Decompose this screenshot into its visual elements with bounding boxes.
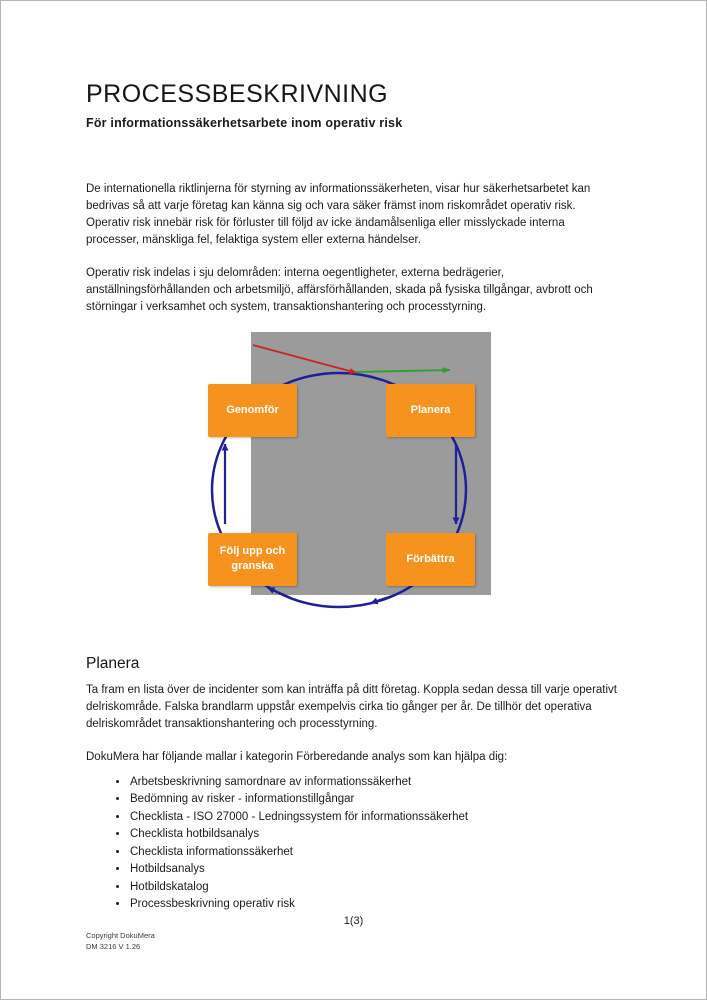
red-arrow-icon xyxy=(252,343,358,374)
template-list: Arbetsbeskrivning samordnare av informat… xyxy=(114,774,621,914)
section-heading-planera: Planera xyxy=(86,654,140,672)
section-paragraph: Ta fram en lista över de incidenter som … xyxy=(86,683,617,730)
list-item: Checklista hotbildsanalys xyxy=(129,826,621,844)
list-item: Checklista informationssäkerhet xyxy=(129,844,621,862)
list-item: Hotbildsanalys xyxy=(129,861,621,879)
cycle-box-genomfor: Genomför xyxy=(208,383,297,437)
page-number: 1(3) xyxy=(343,915,364,927)
intro-paragraph-1: De internationella riktlinjerna för styr… xyxy=(86,182,591,246)
list-item: Bedömning av risker - informationstillgå… xyxy=(129,791,621,809)
list-item: Arbetsbeskrivning samordnare av informat… xyxy=(129,774,621,792)
footer-copyright: Copyright DokuMera xyxy=(86,931,155,940)
footer-doc-id: DM 3216 V 1.26 xyxy=(86,941,141,951)
cycle-arrow-bottom-right-icon xyxy=(370,593,396,604)
intro-paragraph-2: Operativ risk indelas i sju delområden: … xyxy=(86,266,593,313)
cycle-box-folj-upp: Följ upp och granska xyxy=(208,532,297,586)
page-subtitle: För informationssäkerhetsarbete inom ope… xyxy=(86,116,403,130)
page-footer: Copyright DokuMera DM 3216 V 1.26 xyxy=(86,931,155,952)
list-item: Hotbildskatalog xyxy=(129,879,621,897)
cycle-box-planera: Planera xyxy=(386,383,475,437)
list-item: Checklista - ISO 27000 - Ledningssystem … xyxy=(129,809,621,827)
list-item: Processbeskrivning operativ risk xyxy=(129,896,621,914)
cycle-diagram-canvas xyxy=(210,331,491,608)
page-title: PROCESSBESKRIVNING xyxy=(86,80,389,108)
pdca-cycle-diagram: Genomför Planera Följ upp och granska Fö… xyxy=(1,331,706,622)
cycle-box-forbattra: Förbättra xyxy=(386,532,475,586)
green-arrow-icon xyxy=(354,366,451,373)
list-intro: DokuMera har följande mallar i kategorin… xyxy=(86,750,508,763)
cycle-circle xyxy=(210,371,468,608)
cycle-arrow-bottom-left-icon xyxy=(267,586,292,599)
